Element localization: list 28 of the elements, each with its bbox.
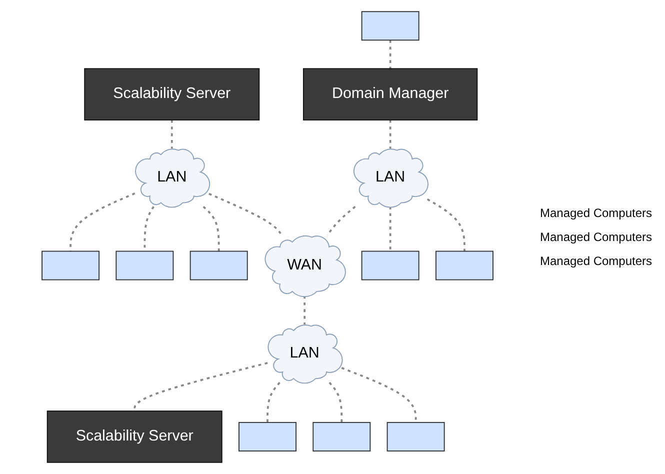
group-label: Managed Computers (538, 206, 654, 220)
node-box: Scalability Server (46, 410, 222, 463)
connector (326, 206, 356, 236)
connector (170, 120, 173, 148)
connector (134, 362, 268, 412)
connector (341, 367, 417, 422)
node-box (42, 250, 100, 280)
node-box (116, 250, 174, 280)
group-label: Managed Computers (538, 254, 654, 268)
node-box: Domain Manager (302, 68, 478, 120)
connector (389, 206, 392, 252)
node-box: Scalability Server (84, 68, 260, 120)
connector (202, 206, 220, 252)
node-box (312, 422, 371, 452)
connector (304, 296, 306, 324)
node-box (238, 422, 296, 452)
connector (266, 382, 280, 422)
connector (426, 198, 466, 252)
node-box (386, 422, 445, 452)
connector (389, 120, 392, 148)
node-box (361, 11, 420, 41)
connector (389, 40, 392, 69)
connector (328, 382, 343, 422)
node-box (435, 250, 494, 280)
node-box (361, 250, 420, 280)
connector (208, 192, 283, 236)
node-box (190, 250, 248, 280)
group-label: Managed Computers (538, 230, 654, 244)
